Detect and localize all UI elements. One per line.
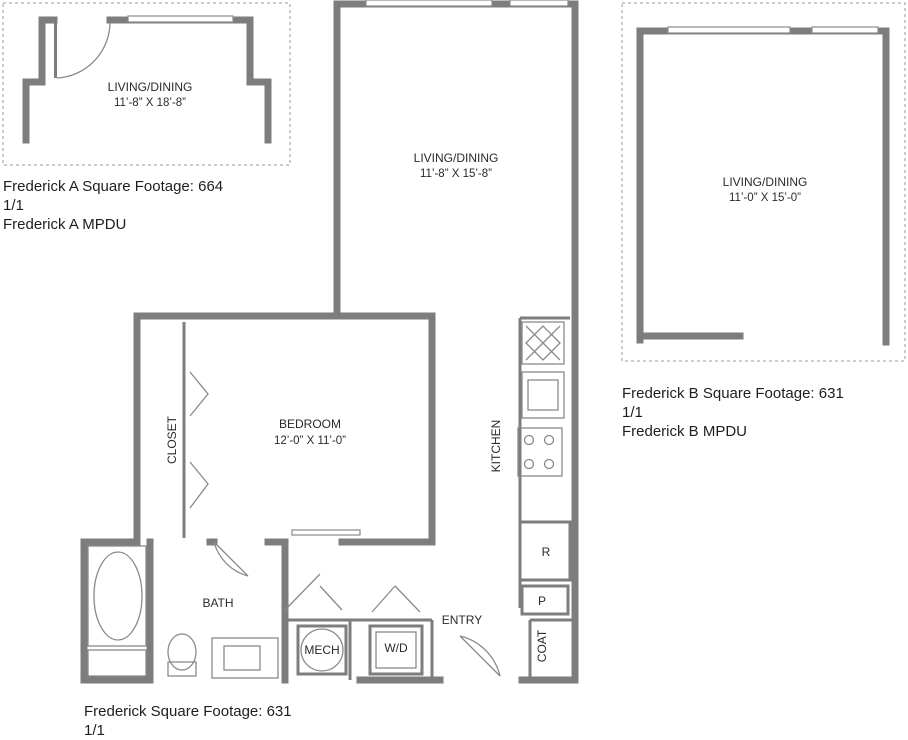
inset-a-walls — [22, 15, 272, 144]
inset-b-room-name: LIVING/DINING — [723, 175, 808, 189]
inset-b-window-right — [811, 26, 879, 34]
closet-label: CLOSET — [165, 415, 179, 464]
frederick-b-square-footage: Frederick B Square Footage: 631 — [622, 385, 844, 402]
inset-b-room-dims: 11’-0” X 15’-0” — [729, 192, 801, 204]
mech-unit — [296, 624, 348, 676]
kitchen-sink — [521, 371, 565, 419]
entry-label: ENTRY — [442, 613, 482, 627]
kitchen-label: KITCHEN — [489, 420, 503, 473]
kitchen-area: KITCHEN R P — [489, 316, 572, 616]
frederick-b-mpdu: Frederick B MPDU — [622, 423, 748, 440]
washer-dryer — [368, 624, 424, 676]
main-plan: CLOSET BEDROOM 12’-0” X 11’-0” LIVING/DI… — [80, 0, 579, 684]
coat-label: COAT — [535, 629, 549, 662]
living-dining-name: LIVING/DINING — [414, 151, 499, 165]
bathtub — [93, 551, 143, 641]
main-top-window-right — [509, 0, 569, 7]
bedroom-slider-door — [291, 529, 361, 536]
main-top-window-left — [365, 0, 493, 7]
fridge-label: R — [542, 545, 551, 559]
cooktop — [521, 321, 565, 365]
pantry-label: P — [538, 594, 546, 608]
entry-coat-area: ENTRY COAT — [442, 613, 575, 682]
mech-label: MECH — [304, 643, 339, 657]
bedroom-name: BEDROOM — [279, 417, 341, 431]
inset-a-border — [2, 2, 291, 166]
frederick-a-square-footage: Frederick A Square Footage: 664 — [3, 178, 224, 195]
refrigerator — [518, 520, 572, 582]
frederick-info: Frederick Square Footage: 631 1/1 — [84, 702, 292, 740]
frederick-b-inset: LIVING/DINING 11’-0” X 15’-0” — [621, 2, 906, 362]
inset-b-window-left — [667, 26, 791, 34]
bath-vanity — [211, 637, 279, 679]
inset-a-room-dims: 11’-8” X 18’-8” — [114, 97, 186, 109]
frederick-a-mpdu: Frederick A MPDU — [3, 216, 127, 233]
frederick-a-bed-bath: 1/1 — [3, 197, 24, 214]
mech-laundry-area: MECH W/D — [284, 573, 434, 680]
frederick-b-bed-bath: 1/1 — [622, 404, 643, 421]
pantry — [520, 584, 570, 616]
living-dining-dims: 11’-8” X 15’-8” — [420, 168, 492, 180]
inset-a-door — [54, 20, 111, 79]
frederick-square-footage: Frederick Square Footage: 631 — [84, 703, 292, 720]
frederick-a-inset: LIVING/DINING 11’-8” X 18’-8” — [2, 2, 291, 166]
wd-label: W/D — [384, 641, 408, 655]
inset-a-room-name: LIVING/DINING — [108, 80, 193, 94]
bath-area: BATH — [87, 541, 279, 679]
range-stove — [517, 427, 563, 477]
toilet — [167, 633, 197, 671]
bath-label: BATH — [202, 596, 233, 610]
frederick-b-info: Frederick B Square Footage: 631 1/1 Fred… — [622, 384, 844, 441]
inset-b-border — [621, 2, 906, 362]
frederick-bed-bath: 1/1 — [84, 722, 105, 739]
frederick-a-info: Frederick A Square Footage: 664 1/1 Fred… — [3, 177, 223, 234]
bedroom-dims: 12’-0” X 11’-0” — [274, 435, 346, 447]
closet-area: CLOSET — [165, 322, 209, 538]
